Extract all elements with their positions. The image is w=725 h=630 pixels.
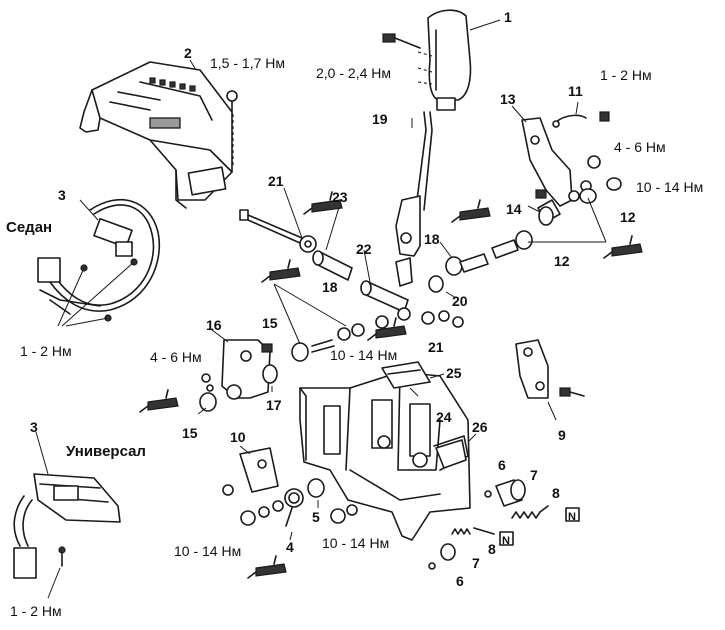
torque-bottom-left: 10 - 14 Нм <box>174 543 241 559</box>
universal-wiring-harness <box>13 431 121 599</box>
callout-19: 19 <box>372 111 388 127</box>
selector-cover <box>79 59 233 209</box>
bushing-5 <box>307 478 325 508</box>
bushing-14 <box>527 199 561 226</box>
callout-16: 16 <box>206 317 222 333</box>
nut-washer-group <box>535 155 622 204</box>
callout-15-mid: 15 <box>262 315 278 331</box>
torque-lever-nut: 4 - 6 Нм <box>614 139 666 155</box>
torque-cover-screw: 1,5 - 1,7 Нм <box>210 55 285 71</box>
nut-15-left <box>197 373 217 415</box>
n-marker-label-right: N <box>568 511 576 523</box>
cam-plate-10 <box>222 445 279 496</box>
shifter-housing <box>299 371 471 541</box>
callout-24: 24 <box>436 409 452 425</box>
callout-10: 10 <box>230 429 246 445</box>
spacer-17 <box>262 364 278 392</box>
sedan-wiring-harness <box>37 198 161 322</box>
detent-spring-8 <box>451 505 549 535</box>
callout-23: 23 <box>332 189 348 205</box>
callout-4: 4 <box>286 539 294 555</box>
callout-18-mid: 18 <box>322 279 338 295</box>
bracket-9 <box>515 339 585 421</box>
knob-screw <box>382 33 433 85</box>
mid-bolt-washers <box>273 283 464 362</box>
spring-clip-11 <box>552 101 610 128</box>
callout-7-top: 7 <box>530 467 538 483</box>
callout-8-top: 8 <box>552 485 560 501</box>
torque-left-nut: 4 - 6 Нм <box>150 349 202 365</box>
detent-plunger-7 <box>440 479 526 561</box>
callout-26: 26 <box>472 419 488 435</box>
callout-12-upper: 12 <box>620 209 636 225</box>
callout-8-bottom: 8 <box>488 541 496 557</box>
n-marker <box>499 507 580 546</box>
cover-screw <box>226 90 238 168</box>
callout-17: 17 <box>266 397 282 413</box>
sedan-torque-leaders <box>57 261 135 327</box>
callout-2: 2 <box>184 45 192 61</box>
callout-9: 9 <box>558 427 566 443</box>
callout-25: 25 <box>446 365 462 381</box>
washer-stack-bottom-left <box>240 500 284 526</box>
callout-13: 13 <box>500 91 516 107</box>
callout-3-sedan: 3 <box>58 187 66 203</box>
n-marker-label-left: N <box>502 535 510 547</box>
torque-sedan: 1 - 2 Нм <box>20 343 72 359</box>
detent-ball-6 <box>428 490 492 570</box>
long-bolt-21 <box>239 187 317 253</box>
torque-mid-bolt: 10 - 14 Нм <box>330 347 397 363</box>
callout-11: 11 <box>568 83 583 99</box>
leaders-12 <box>528 197 607 243</box>
callout-1: 1 <box>504 9 512 25</box>
callout-20: 20 <box>452 293 468 309</box>
bushing-18-upper <box>439 230 533 276</box>
callout-6-bottom: 6 <box>456 573 464 589</box>
pipe-23 <box>312 203 353 281</box>
torque-bracket-top: 1 - 2 Нм <box>600 67 652 83</box>
callout-21-upper: 21 <box>268 173 284 189</box>
callout-7-bottom: 7 <box>472 555 480 571</box>
torque-knob-screw: 2,0 - 2,4 Нм <box>316 65 391 81</box>
detent-plate-25 <box>381 361 445 389</box>
callout-6-top: 6 <box>498 457 506 473</box>
callout-21-lower: 21 <box>428 339 444 355</box>
collar-20 <box>428 275 457 299</box>
shift-lever-rod <box>395 111 433 287</box>
callout-18-upper: 18 <box>424 231 440 247</box>
torque-lever-bolt: 10 - 14 Нм <box>636 179 703 195</box>
callout-3-universal: 3 <box>30 419 38 435</box>
grease-gun-icon <box>139 191 643 579</box>
shift-knob <box>427 9 501 111</box>
callout-5: 5 <box>312 509 320 525</box>
plate-26 <box>435 433 477 469</box>
torque-universal: 1 - 2 Нм <box>10 603 62 619</box>
torque-bottom-mid: 10 - 14 Нм <box>322 535 389 551</box>
label-universal: Универсал <box>66 443 146 460</box>
callout-12-lower: 12 <box>554 253 570 269</box>
callout-22: 22 <box>356 241 372 257</box>
nut-bottom-mid <box>330 504 358 524</box>
callout-14: 14 <box>506 201 522 217</box>
callout-15-left: 15 <box>182 425 198 441</box>
lever-16 <box>211 329 273 400</box>
label-sedan: Седан <box>6 219 52 236</box>
spring-4 <box>284 488 304 541</box>
